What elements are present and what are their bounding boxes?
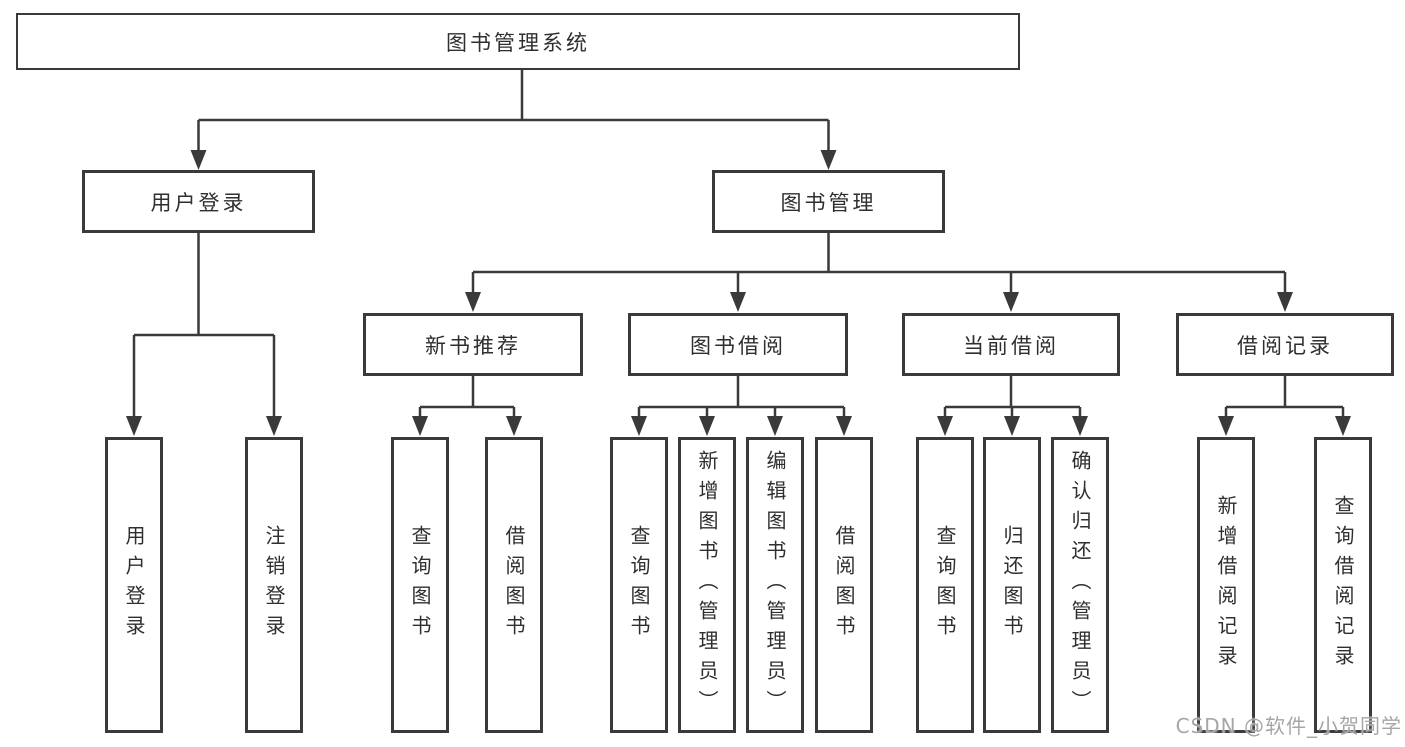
leaf-user-login-label: 用户登录 (122, 525, 146, 645)
leaf-logout: 注销登录 (245, 437, 303, 733)
leaf-query-books-recommend: 查询图书 (391, 437, 449, 733)
leaf-query-books-recommend-label: 查询图书 (408, 525, 432, 645)
leaf-confirm-return-admin: 确认归还（管理员） (1051, 437, 1109, 733)
node-book-management-branch: 图书管理 (712, 170, 945, 233)
node-user-login-branch-label: 用户登录 (150, 190, 247, 215)
leaf-return-books-label: 归还图书 (1000, 525, 1024, 645)
node-current-borrowing: 当前借阅 (902, 313, 1120, 376)
leaf-edit-books-admin: 编辑图书（管理员） (746, 437, 804, 733)
leaf-user-login: 用户登录 (105, 437, 163, 733)
leaf-add-borrow-record-label: 新增借阅记录 (1214, 495, 1238, 675)
leaf-logout-label: 注销登录 (262, 525, 286, 645)
leaf-query-borrow-record: 查询借阅记录 (1314, 437, 1372, 733)
node-new-book-recommendation: 新书推荐 (363, 313, 583, 376)
leaf-edit-books-admin-label: 编辑图书（管理员） (763, 450, 787, 720)
node-book-borrowing-label: 图书借阅 (690, 333, 786, 358)
node-library-management-system-label: 图书管理系统 (446, 30, 590, 55)
node-user-login-branch: 用户登录 (82, 170, 315, 233)
leaf-query-books-current: 查询图书 (916, 437, 974, 733)
leaf-query-borrow-record-label: 查询借阅记录 (1331, 495, 1355, 675)
leaf-query-books-borrowing-label: 查询图书 (627, 525, 651, 645)
node-current-borrowing-label: 当前借阅 (963, 333, 1059, 358)
leaf-borrow-books-recommend-label: 借阅图书 (502, 525, 526, 645)
leaf-return-books: 归还图书 (983, 437, 1041, 733)
node-borrowing-records-label: 借阅记录 (1237, 333, 1333, 358)
node-book-management-branch-label: 图书管理 (780, 190, 877, 215)
leaf-add-books-admin-label: 新增图书（管理员） (695, 450, 719, 720)
leaf-borrow-books-borrowing: 借阅图书 (815, 437, 873, 733)
leaf-confirm-return-admin-label: 确认归还（管理员） (1068, 450, 1092, 720)
leaf-query-books-borrowing: 查询图书 (610, 437, 668, 733)
leaf-borrow-books-recommend: 借阅图书 (485, 437, 543, 733)
node-library-management-system: 图书管理系统 (16, 13, 1020, 70)
leaf-add-books-admin: 新增图书（管理员） (678, 437, 736, 733)
csdn-watermark: CSDN @软件_小贺同学 (1175, 714, 1402, 738)
node-borrowing-records: 借阅记录 (1176, 313, 1394, 376)
leaf-borrow-books-borrowing-label: 借阅图书 (832, 525, 856, 645)
node-book-borrowing: 图书借阅 (628, 313, 848, 376)
leaf-query-books-current-label: 查询图书 (933, 525, 957, 645)
leaf-add-borrow-record: 新增借阅记录 (1197, 437, 1255, 733)
node-new-book-recommendation-label: 新书推荐 (425, 333, 521, 358)
